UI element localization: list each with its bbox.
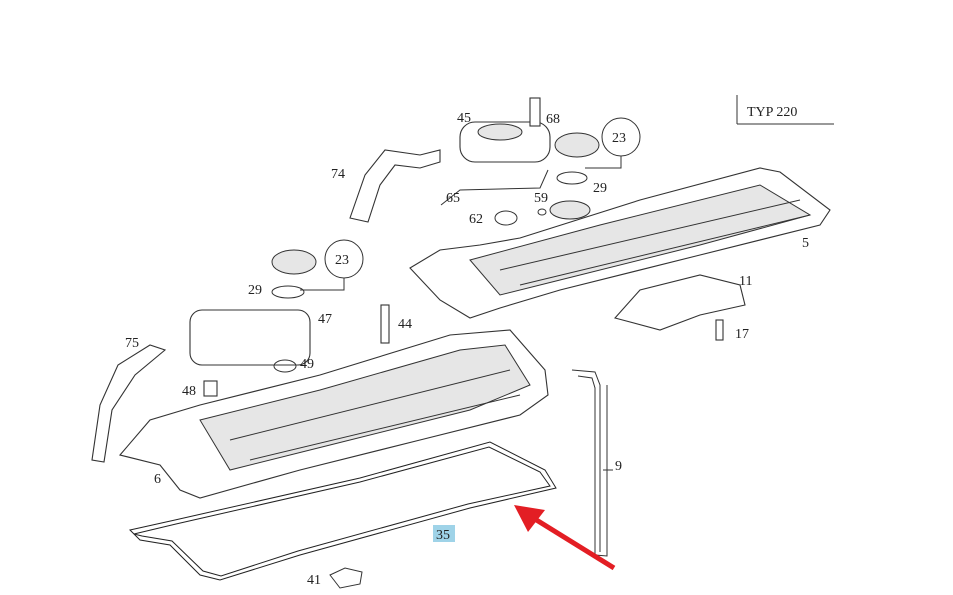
label-59: 59 (534, 191, 548, 206)
label-44: 44 (398, 317, 412, 332)
label-41: 41 (307, 573, 321, 588)
pipe-9 (571, 369, 608, 557)
label-5: 5 (802, 236, 809, 251)
label-62: 62 (469, 212, 483, 227)
label-48: 48 (182, 384, 196, 399)
label-23-left: 23 (335, 253, 349, 268)
label-29-left: 29 (248, 283, 262, 298)
label-47: 47 (318, 312, 332, 327)
model-title: TYP 220 (747, 105, 797, 120)
label-35: 35 (436, 528, 450, 543)
label-6: 6 (154, 472, 161, 487)
hose-75 (91, 344, 167, 463)
gasket-35 (129, 441, 557, 581)
red-arrow (514, 505, 616, 571)
label-11: 11 (739, 274, 752, 289)
hose-74 (349, 149, 441, 223)
label-45: 45 (457, 111, 471, 126)
callouts (300, 117, 641, 471)
label-29-top: 29 (593, 181, 607, 196)
label-9: 9 (615, 459, 622, 474)
small-parts (189, 97, 746, 589)
valve-cover-left (119, 329, 549, 499)
label-68: 68 (546, 112, 560, 127)
model-title-box: TYP 220 (736, 95, 834, 125)
label-35-highlight (433, 525, 455, 542)
label-74: 74 (331, 167, 345, 182)
label-75: 75 (125, 336, 139, 351)
valve-cover-right (409, 167, 831, 319)
label-65: 65 (446, 191, 460, 206)
label-23-top: 23 (612, 131, 626, 146)
label-49: 49 (300, 357, 314, 372)
label-17: 17 (735, 327, 749, 342)
